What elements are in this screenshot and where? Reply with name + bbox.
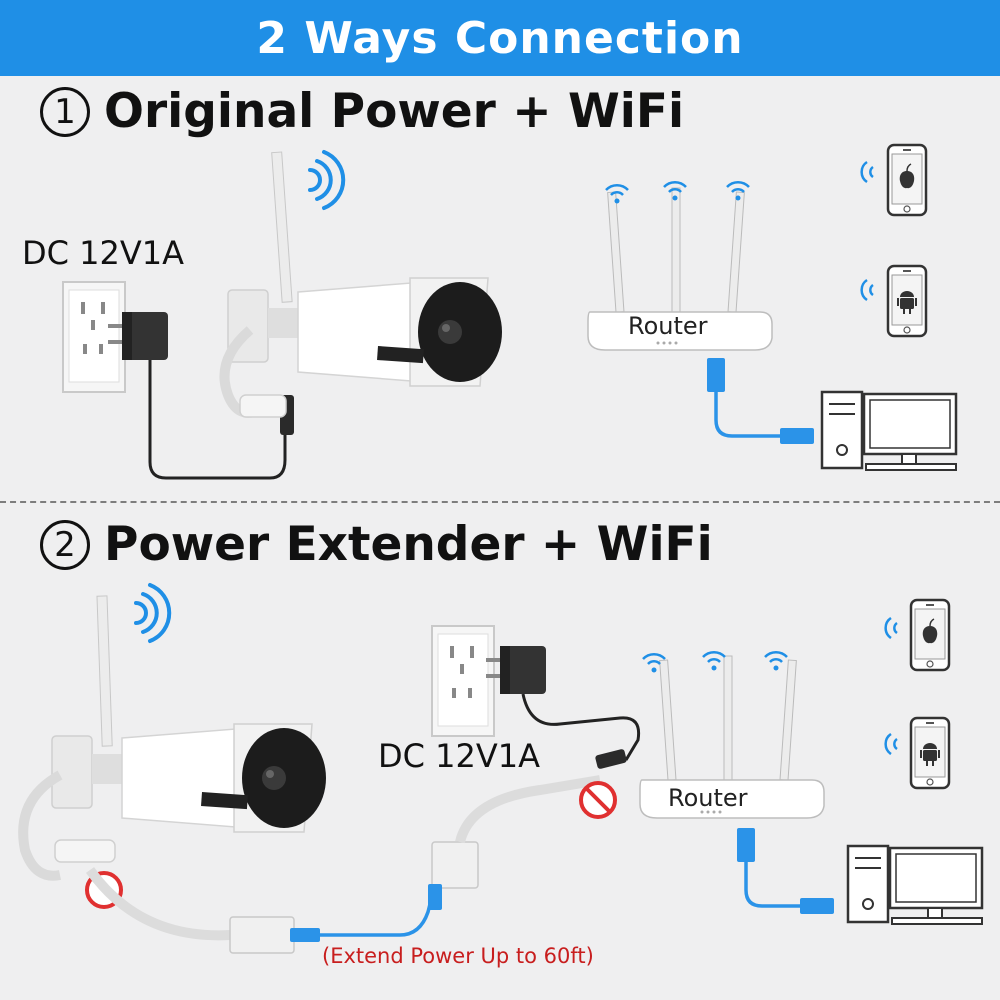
wifi-waves-icon — [884, 732, 899, 756]
splitter-connector — [431, 841, 479, 889]
camera-icon — [18, 595, 327, 881]
section-divider — [0, 501, 1000, 503]
extend-power-note: (Extend Power Up to 60ft) — [322, 944, 594, 968]
android-phone-icon — [909, 716, 951, 790]
router-icon — [587, 187, 773, 351]
wifi-waves-icon — [860, 160, 875, 184]
section2-power-label: DC 12V1A — [378, 737, 541, 775]
apple-phone-icon — [909, 598, 951, 672]
wifi-waves-icon — [308, 150, 346, 210]
rj45-plug — [737, 828, 755, 862]
section1-heading: 1 Original Power + WiFi — [40, 84, 684, 139]
ethernet-cable — [714, 360, 790, 438]
android-phone-icon — [886, 264, 928, 338]
banner-title: 2 Ways Connection — [256, 12, 744, 64]
power-cable — [148, 360, 287, 480]
camera-icon — [219, 151, 503, 418]
rj45-plug — [780, 428, 814, 444]
prohibit-icon — [579, 781, 617, 819]
rj45-plug — [800, 898, 834, 914]
router-wifi-icon — [701, 650, 727, 672]
ethernet-cable — [744, 830, 810, 908]
splitter-cable — [455, 775, 601, 844]
extension-cable — [294, 879, 438, 937]
section1-number: 1 — [40, 86, 90, 137]
splitter-cable — [85, 867, 231, 941]
computer-icon — [820, 390, 958, 472]
power-cable — [521, 693, 641, 761]
computer-icon — [846, 844, 984, 926]
section2-router-label: Router — [668, 784, 748, 812]
title-banner: 2 Ways Connection — [0, 0, 1000, 76]
wifi-waves-icon — [134, 583, 172, 643]
section1-power-label: DC 12V1A — [22, 234, 185, 272]
section1-router-label: Router — [628, 312, 708, 340]
wifi-waves-icon — [884, 616, 899, 640]
rj45-plug — [707, 358, 725, 392]
section2-number: 2 — [40, 519, 90, 570]
wall-socket-icon — [431, 625, 495, 737]
wall-socket-icon — [62, 281, 126, 393]
wifi-waves-icon — [860, 278, 875, 302]
section2-title: Power Extender + WiFi — [104, 517, 713, 572]
splitter-connector — [229, 916, 295, 954]
rj45-plug — [428, 884, 442, 910]
dc-plug — [595, 749, 627, 769]
apple-phone-icon — [886, 143, 928, 217]
router-wifi-icon — [763, 650, 789, 672]
section2-heading: 2 Power Extender + WiFi — [40, 517, 713, 572]
section1-title: Original Power + WiFi — [104, 84, 685, 139]
router-wifi-icon — [725, 180, 751, 202]
rj45-plug — [290, 928, 320, 942]
router-icon — [639, 655, 825, 819]
